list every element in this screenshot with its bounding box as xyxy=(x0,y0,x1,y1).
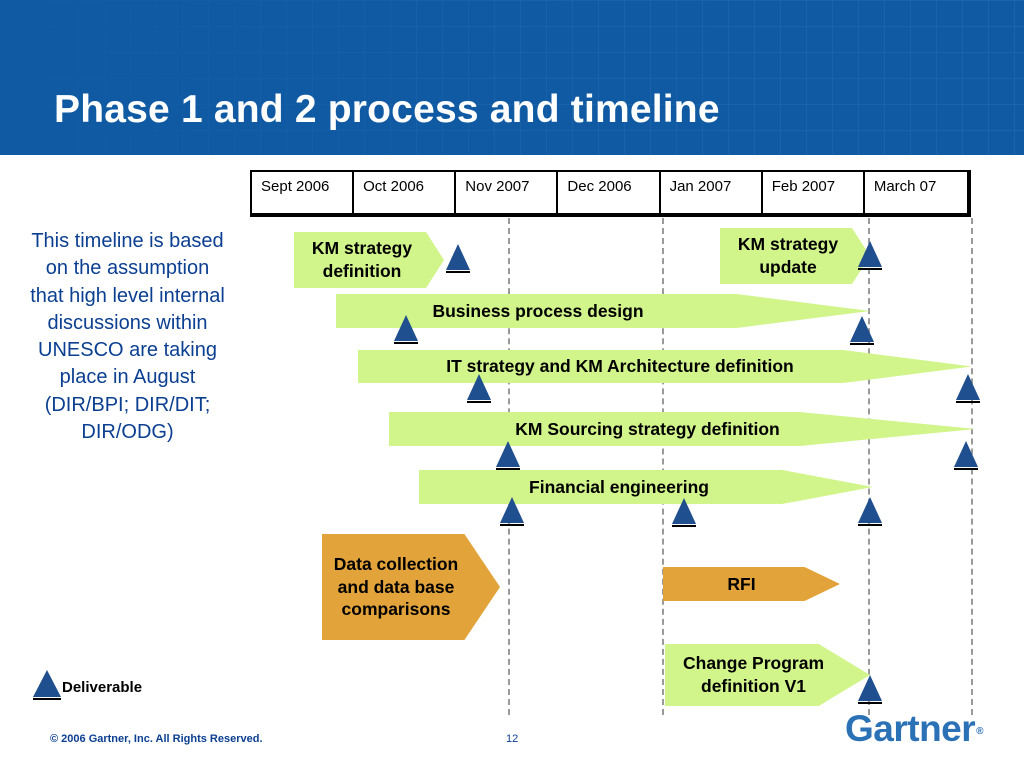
footer-copyright: © 2006 Gartner, Inc. All Rights Reserved… xyxy=(50,733,263,745)
deliverable-icon xyxy=(495,440,521,470)
logo-text: Gartner xyxy=(845,708,976,749)
gartner-logo: Gartner® xyxy=(845,708,984,750)
assumption-note: This timeline is based on the assumption… xyxy=(30,230,225,444)
activity-it-strategy: IT strategy and KM Architecture definiti… xyxy=(358,350,972,383)
legend-deliverable-icon xyxy=(32,669,62,701)
logo-registered-mark: ® xyxy=(976,726,984,737)
month-cell: Jan 2007 xyxy=(661,172,763,213)
month-cell: Nov 2007 xyxy=(456,172,559,213)
month-divider-line xyxy=(662,218,664,715)
deliverable-icon xyxy=(849,315,875,345)
deliverable-icon xyxy=(857,674,883,704)
header-grid-pattern xyxy=(0,0,1024,155)
deliverable-icon xyxy=(857,496,883,526)
deliverable-icon xyxy=(445,243,471,273)
activity-rfi: RFI xyxy=(663,567,840,601)
month-cell: Oct 2006 xyxy=(354,172,457,213)
activity-change-program: Change Program definition V1 xyxy=(665,644,870,706)
month-cell: Sept 2006 xyxy=(252,172,355,213)
deliverable-icon xyxy=(499,496,525,526)
month-divider-line xyxy=(868,218,870,715)
activity-data-collection: Data collection and data base comparison… xyxy=(322,534,500,640)
deliverable-icon xyxy=(953,440,979,470)
month-cell: Feb 2007 xyxy=(763,172,865,213)
month-cell: March 07 xyxy=(873,178,937,195)
deliverable-icon xyxy=(393,314,419,344)
page-title: Phase 1 and 2 process and timeline xyxy=(54,88,720,131)
deliverable-icon xyxy=(466,373,492,403)
deliverable-icon xyxy=(857,240,883,270)
legend-label: Deliverable xyxy=(62,679,143,696)
activity-km-strategy-update: KM strategy update xyxy=(720,228,870,284)
activity-km-strategy-definition: KM strategy definition xyxy=(294,232,444,288)
page-number: 12 xyxy=(506,733,519,745)
header-band: Phase 1 and 2 process and timeline xyxy=(0,0,1024,155)
activity-financial-engineering: Financial engineering xyxy=(419,470,873,504)
deliverable-icon xyxy=(671,497,697,527)
activity-km-sourcing: KM Sourcing strategy definition xyxy=(389,412,976,446)
timeline-months: Sept 2006 Oct 2006 Nov 2007 Dec 2006 Jan… xyxy=(250,170,971,217)
deliverable-icon xyxy=(955,373,981,403)
month-cell: Dec 2006 xyxy=(558,172,661,213)
